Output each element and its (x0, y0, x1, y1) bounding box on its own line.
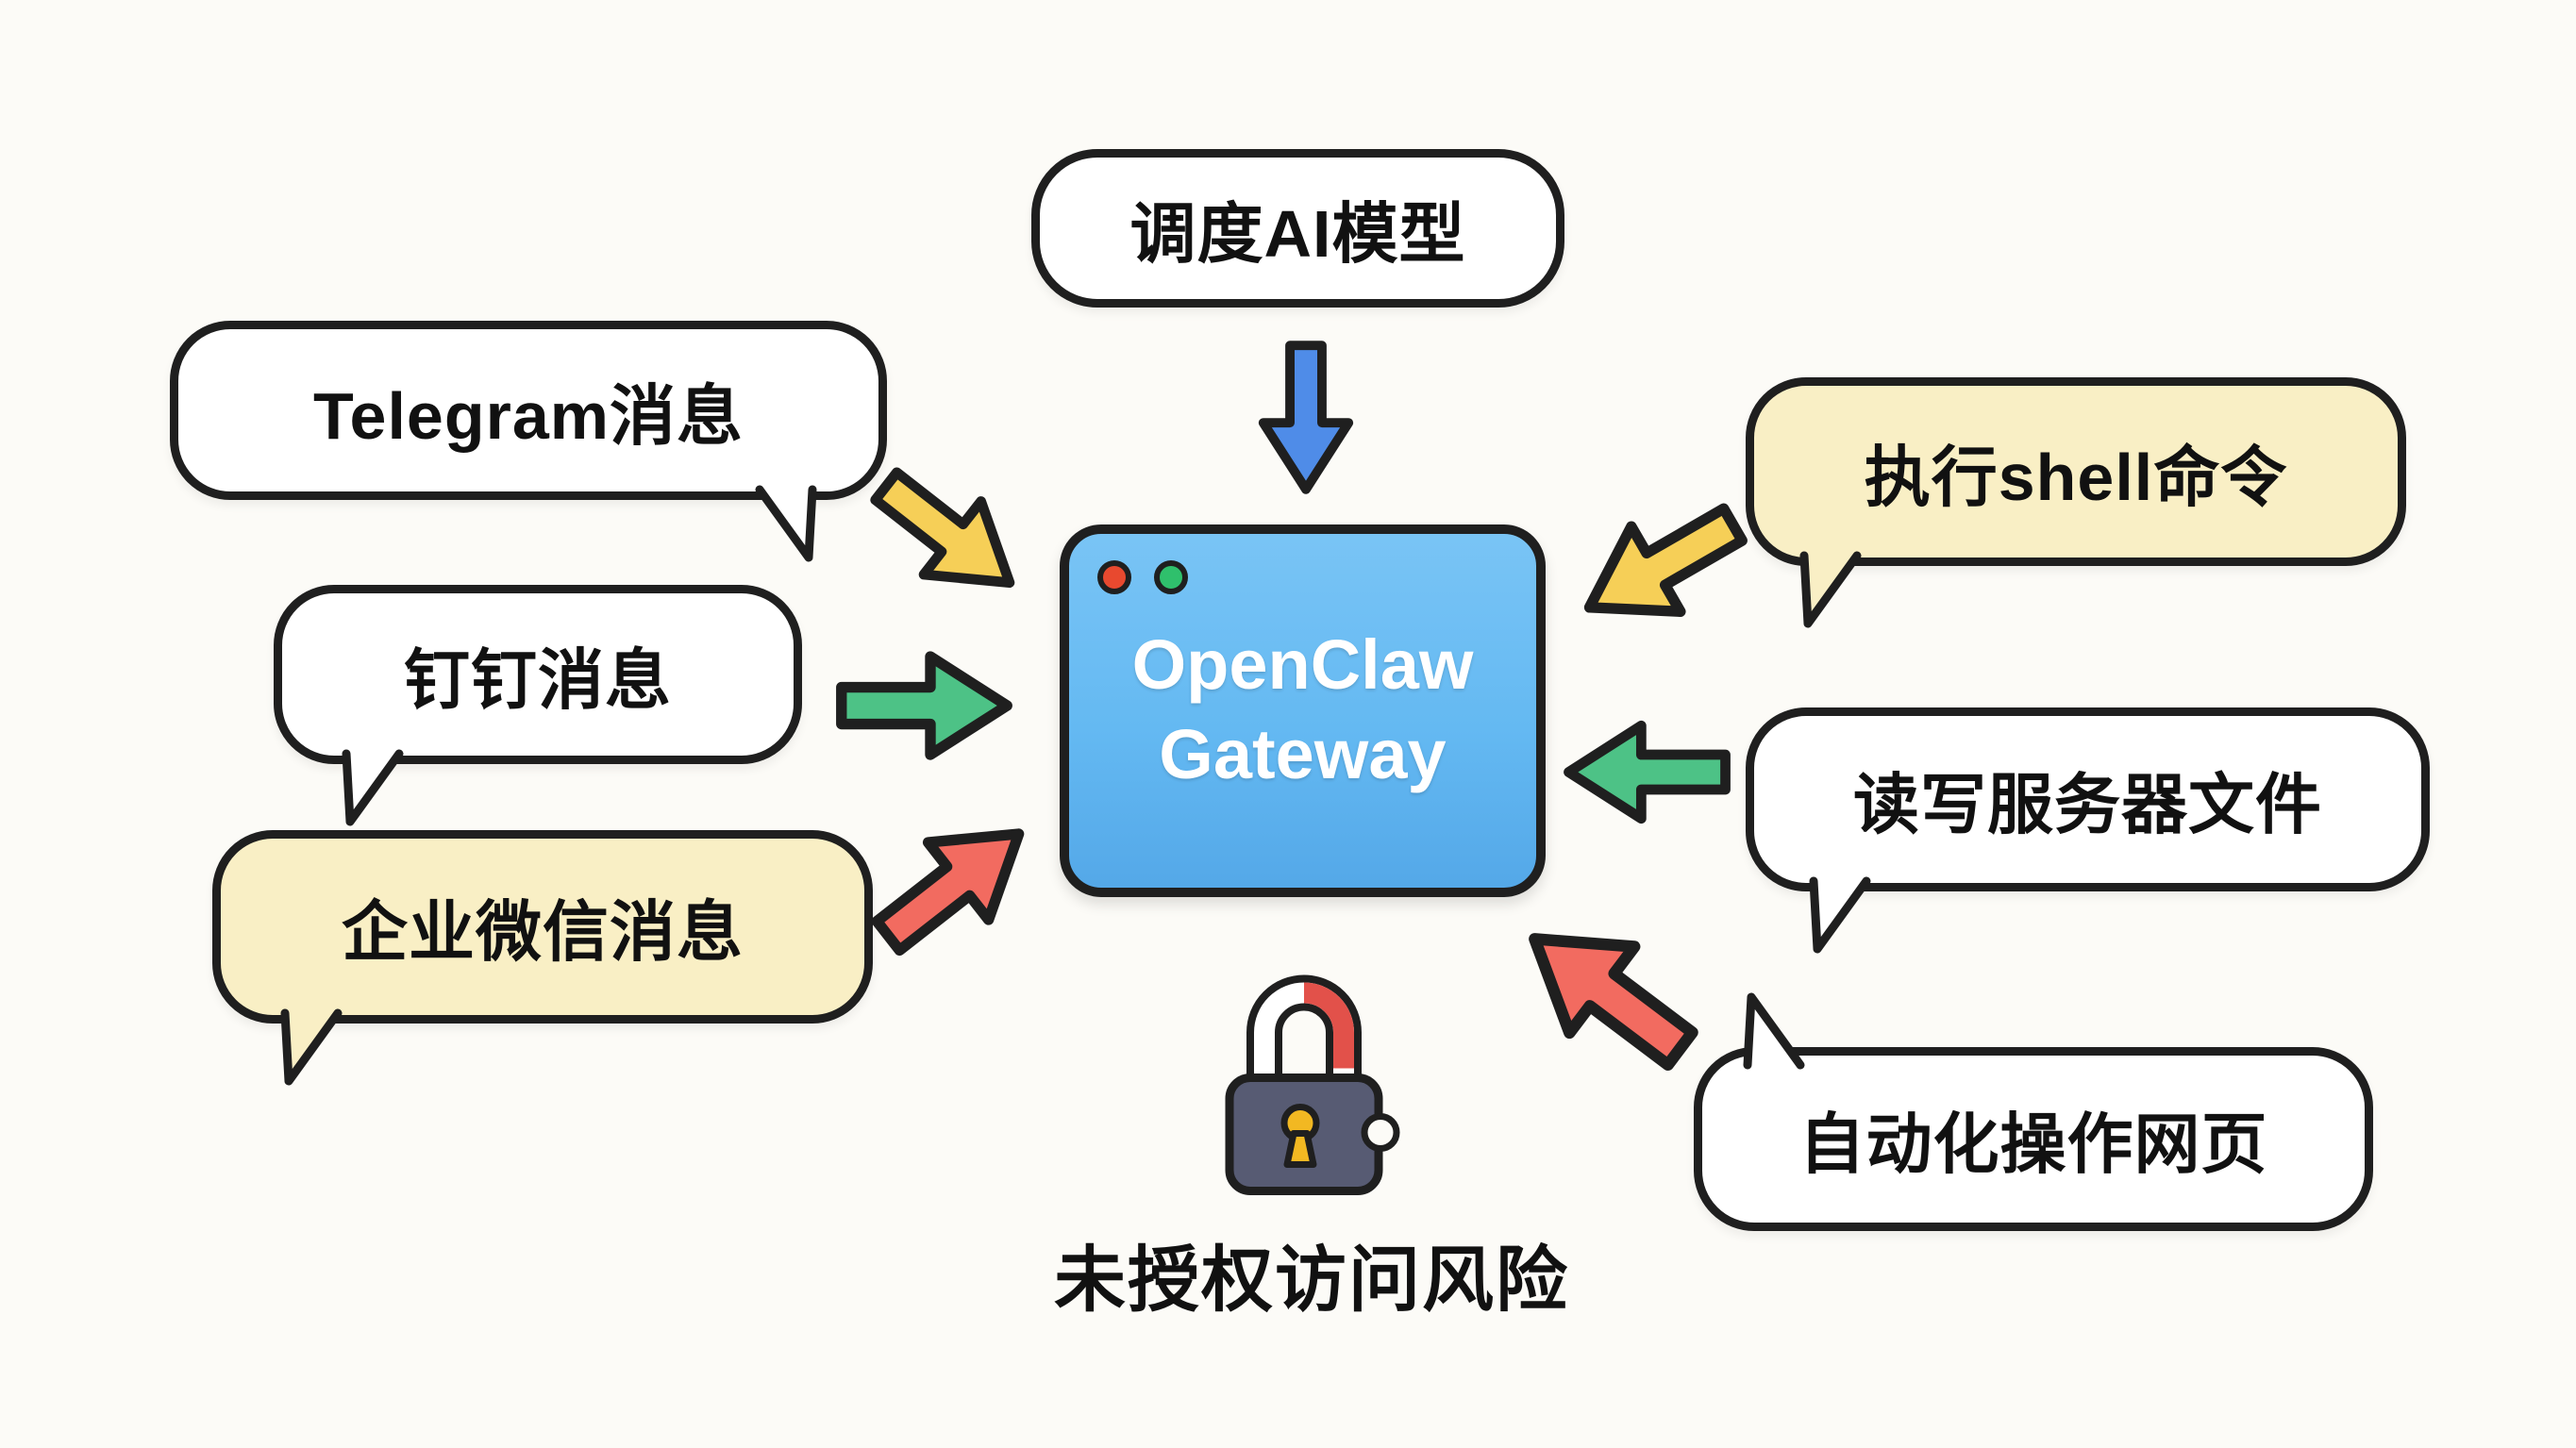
padlock-icon (1203, 939, 1406, 1207)
bubble-dispatch-ai: 调度AI模型 (1031, 149, 1564, 308)
bubble-tail (1740, 992, 1825, 1070)
arrow-web-automation-to-gateway-icon (1486, 879, 1730, 1109)
bubble-web-automation-label: 自动化操作网页 (1798, 1107, 2268, 1181)
gateway-title: OpenClaw Gateway (1069, 621, 1536, 799)
bubble-shell-label: 执行shell命令 (1864, 440, 2288, 514)
bubble-server-files: 读写服务器文件 (1746, 707, 2430, 954)
bubble-dingtalk: 钉钉消息 (274, 585, 802, 826)
risk-label: 未授权访问风险 (1054, 1240, 1569, 1321)
bubble-tail (339, 749, 424, 826)
bubble-wecom: 企业微信消息 (212, 830, 873, 1086)
arrow-wecom-to-gateway-icon (844, 780, 1064, 990)
bubble-telegram: Telegram消息 (170, 321, 887, 562)
bubble-tail (277, 1008, 362, 1086)
bubble-dispatch-ai-label: 调度AI模型 (1129, 196, 1466, 271)
arrow-telegram-to-gateway-icon (844, 435, 1053, 634)
bubble-web-automation: 自动化操作网页 (1694, 992, 2373, 1231)
arrow-server-files-to-gateway-icon (1560, 714, 1734, 830)
arrow-dispatch-ai-to-gateway-icon (1253, 338, 1360, 498)
window-dot-green-icon (1154, 560, 1188, 594)
bubble-telegram-label: Telegram消息 (312, 378, 744, 453)
bubble-wecom-label: 企业微信消息 (342, 895, 744, 969)
bubble-tail (1806, 876, 1891, 954)
window-dot-red-icon (1097, 560, 1131, 594)
bubble-tail (1797, 551, 1882, 628)
bubble-dingtalk-label: 钉钉消息 (404, 642, 672, 717)
arrow-shell-to-gateway-icon (1551, 467, 1772, 665)
bubble-tail (735, 485, 820, 562)
gateway-title-line1: OpenClaw (1131, 625, 1474, 704)
gateway-title-line2: Gateway (1159, 714, 1447, 793)
bubble-shell: 执行shell命令 (1746, 377, 2406, 628)
arrow-dingtalk-to-gateway-icon (832, 644, 1016, 767)
gateway-box: OpenClaw Gateway (1060, 524, 1546, 897)
bubble-server-files-label: 读写服务器文件 (1853, 768, 2322, 841)
